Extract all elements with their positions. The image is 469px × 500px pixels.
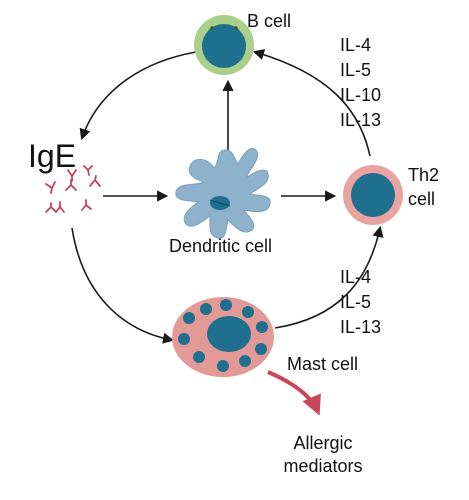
dendritic-cell-label: Dendritic cell (169, 236, 273, 256)
cytokine-mast-cell-1: IL-4 (340, 267, 372, 287)
allergic-mediators-line1: Allergic (293, 433, 353, 453)
mast-cell-label: Mast cell (287, 354, 359, 374)
arrow-mast-cell-to-mediators (267, 370, 321, 416)
arrow-mast-cell-to-th2 (274, 225, 384, 329)
cytokine-b-cell-2: IL-5 (340, 60, 372, 80)
cytokine-mast-cell-2: IL-5 (340, 292, 372, 312)
arrow-th2-to-b-cell (252, 49, 371, 157)
arrow-b-cell-to-ige (79, 51, 197, 141)
cytokine-b-cell-3: IL-10 (340, 85, 382, 105)
dendritic-cell (175, 148, 271, 239)
th2-cell (343, 165, 403, 225)
b-cell-label: B cell (247, 11, 292, 31)
mast-cell (172, 297, 274, 377)
cytokine-b-cell-1: IL-4 (340, 35, 372, 55)
th2-cell-label-line1: Th2 (408, 165, 440, 185)
ige-label: IgE (28, 138, 77, 174)
ige-antibodies (45, 165, 101, 213)
arrow-ige-to-mast-cell (71, 227, 175, 344)
allergic-mediators-line2: mediators (283, 456, 363, 476)
th2-cell-label-line2: cell (408, 189, 436, 209)
cytokine-b-cell-4: IL-13 (340, 110, 382, 130)
cytokine-mast-cell-3: IL-13 (340, 317, 382, 337)
b-cell (194, 15, 254, 75)
